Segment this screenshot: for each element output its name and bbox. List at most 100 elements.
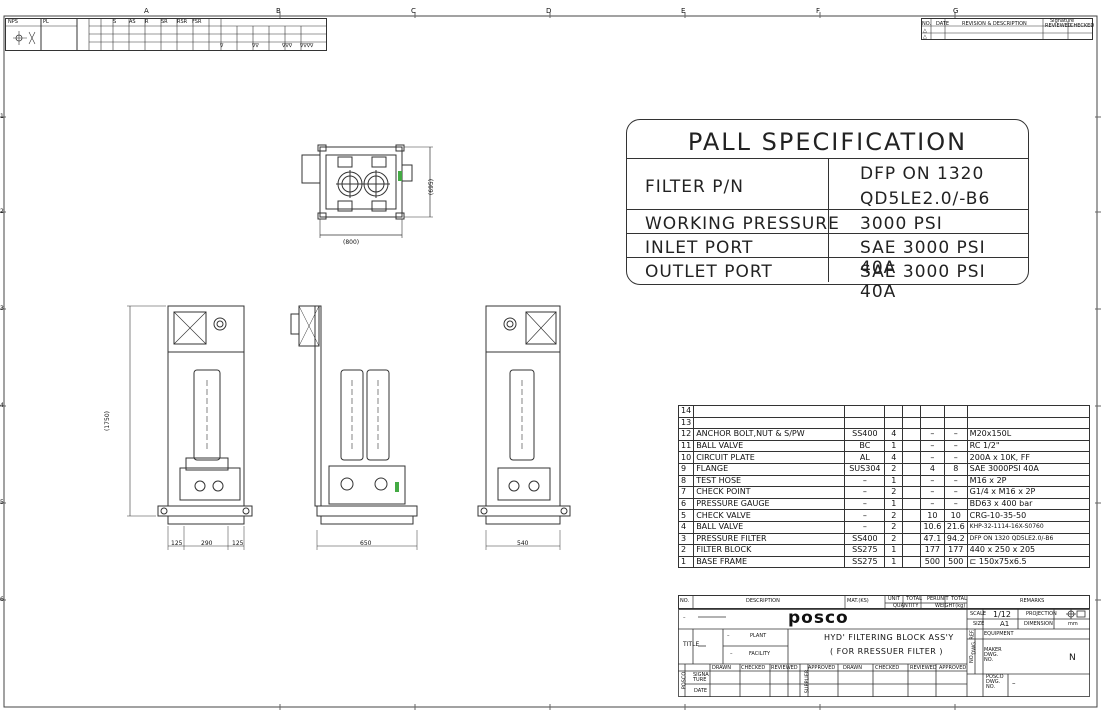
right-view-drawing: [477, 305, 571, 550]
bom-cell-remarks: M16 x 2P: [966, 474, 1091, 488]
dim-side-width: 650: [360, 540, 372, 547]
bom-cell-qty: 1: [884, 544, 904, 557]
size-value: A1: [1000, 620, 1010, 628]
bom-cell-total: [902, 462, 921, 476]
bom-cell-remarks: ⊏ 150x75x6.5: [966, 555, 1091, 569]
rev-no-label: NO.: [922, 21, 932, 27]
rev-reviewed: REVIEWED: [1045, 23, 1072, 29]
spec-value: SAE 3000 PSI 40A: [860, 262, 986, 302]
bom-cell-unitw: 4: [919, 462, 945, 476]
bom-cell-desc: ANCHOR BOLT,NUT & S/PW: [693, 428, 846, 441]
rev-title: REVISION & DESCRIPTION: [962, 21, 1027, 27]
spec-box: [626, 119, 1029, 285]
rev-mark: △: [923, 34, 927, 40]
sig-col: CHECKED: [875, 665, 900, 671]
sig-col: APPROVED: [808, 665, 836, 671]
bom-cell-no: 12: [677, 428, 695, 441]
sig-col: REVIEWED: [771, 665, 798, 671]
bom-cell-qty: 1: [884, 474, 904, 488]
sig-col: DRAWN: [843, 665, 862, 671]
front-view-drawing: [127, 305, 253, 550]
bom-h-unit: UNIT: [888, 596, 900, 602]
sig-col: REVIEWED: [910, 665, 937, 671]
bom-cell-desc: FLANGE: [693, 462, 846, 476]
bom-cell-totalw: 10: [943, 509, 968, 522]
table-header: SR: [161, 19, 168, 25]
bom-cell-desc: BALL VALVE: [693, 439, 846, 453]
zone-label-side: 3: [0, 305, 4, 312]
bom-cell-qty: 2: [884, 509, 904, 522]
bom-cell-total: [902, 439, 921, 453]
bom-cell-no: 5: [677, 509, 695, 522]
sym-row: ∇∇∇∇: [300, 43, 314, 49]
bom-cell-total: [902, 544, 921, 557]
bom-cell-totalw: –: [943, 486, 968, 499]
bom-cell-qty: 2: [884, 532, 904, 546]
maker-label: MAKER DWG. NO.: [984, 647, 1002, 663]
bom-cell-no: 9: [677, 462, 695, 476]
title-dash: –: [683, 615, 686, 621]
dim-front-seg: 290: [201, 540, 213, 547]
bom-cell-no: 1: [677, 555, 695, 569]
bom-cell-remarks: 200A x 10K, FF: [966, 451, 1091, 464]
zone-label-side: 1: [0, 113, 4, 120]
bom-cell-desc: BALL VALVE: [693, 520, 846, 534]
bom-cell-no: 13: [677, 416, 695, 430]
bom-h-perunit: PERUNIT: [927, 596, 949, 602]
bom-cell-desc: BASE FRAME: [693, 555, 846, 569]
dim-top-height: (695): [428, 178, 436, 196]
bom-row: 13: [677, 416, 1091, 430]
zone-label-top: C: [411, 7, 416, 15]
bom-cell-qty: 2: [884, 462, 904, 476]
bom-cell-no: 2: [677, 544, 695, 557]
bom-cell-unitw: –: [919, 474, 945, 488]
bom-cell-qty: 4: [884, 451, 904, 464]
bom-cell-remarks: M20x150L: [966, 428, 1091, 441]
bom-cell-mat: –: [844, 520, 886, 534]
sym-row: ∇∇: [252, 43, 259, 49]
sig-col: DRAWN: [712, 665, 731, 671]
bom-cell-totalw: –: [943, 428, 968, 441]
bom-cell-mat: –: [844, 497, 886, 511]
bom-cell-unitw: 177: [919, 544, 945, 557]
bom-cell-totalw: –: [943, 451, 968, 464]
bom-cell-mat: –: [844, 486, 886, 499]
bom-cell-desc: PRESSURE GAUGE: [693, 497, 846, 511]
spec-label: OUTLET PORT: [645, 262, 773, 282]
zone-label-top: F: [816, 7, 821, 15]
dim-front-seg: 125: [232, 540, 244, 547]
dim-front-seg: 125: [171, 540, 183, 547]
dwg-label: DWG.: [971, 640, 978, 655]
spec-row-inlet: INLET PORT SAE 3000 PSI 40A: [627, 233, 1028, 278]
bom-h-remarks: REMARKS: [1020, 598, 1045, 604]
bom-cell-remarks: KHP-32-1114-16X-S0760: [966, 520, 1091, 534]
table-header: PL: [43, 19, 49, 25]
spec-row-working: WORKING PRESSURE 3000 PSI: [627, 209, 1028, 234]
posco-side-label: POSCO: [681, 671, 688, 690]
zone-label-side: 6: [0, 596, 4, 603]
scale-value: 1/12: [993, 610, 1011, 619]
maker-value: N: [1069, 653, 1076, 663]
bom-cell-mat: SS400: [844, 532, 886, 546]
bom-cell-unitw: –: [919, 451, 945, 464]
dim-right-width: 540: [517, 540, 529, 547]
drawing-title-2: ( FOR RRESSUER FILTER ): [830, 647, 943, 656]
dim-top-width: (800): [343, 239, 360, 246]
bom-cell-total: [902, 474, 921, 488]
supplier-side-label: SUPPLIER: [804, 669, 811, 694]
bom-cell-total: [902, 451, 921, 464]
bom-cell-no: 3: [677, 532, 695, 546]
spec-value: DFP ON 1320: [860, 164, 985, 184]
bom-cell-total: [902, 520, 921, 534]
spec-row-filter: FILTER P/N DFP ON 1320 QD5LE2.0/-B6: [627, 158, 1028, 210]
bom-cell-remarks: 440 x 250 x 205: [966, 544, 1091, 557]
bom-h-weight: WEIGHT(kg): [935, 603, 966, 609]
bom-cell-totalw: 8: [943, 462, 968, 476]
bom-cell-totalw: –: [943, 497, 968, 511]
bom-cell-unitw: –: [919, 439, 945, 453]
spec-divider: [828, 158, 829, 282]
